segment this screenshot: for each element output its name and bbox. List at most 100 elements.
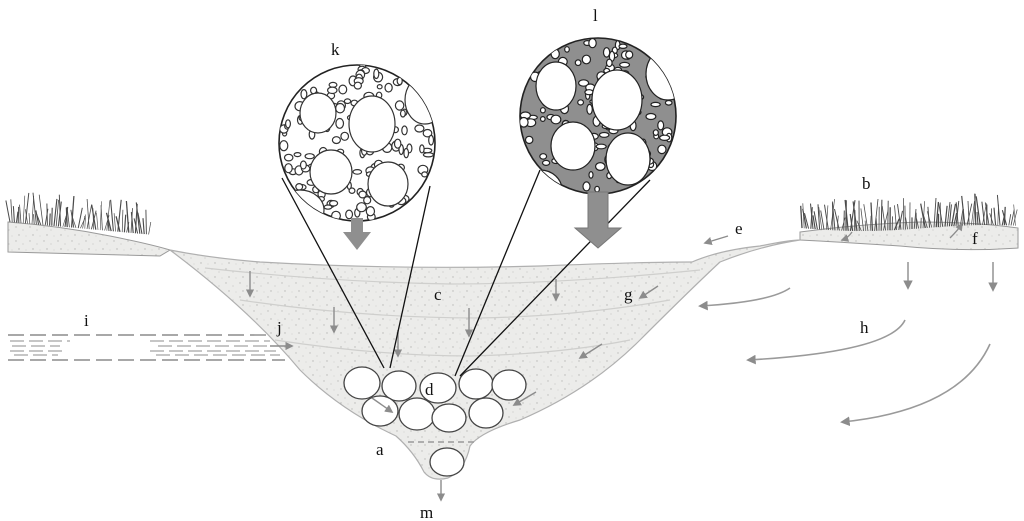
thick-arrow-icon: [573, 191, 623, 249]
label-c: c: [434, 285, 442, 304]
grain: [365, 205, 376, 217]
grass-blade: [875, 218, 878, 231]
grain: [618, 43, 628, 50]
grain: [345, 209, 354, 220]
grass-blade: [817, 204, 821, 230]
grain: [393, 138, 402, 149]
grain: [602, 47, 611, 58]
grass-blade: [44, 208, 49, 226]
grain: [582, 181, 591, 192]
grass-blade: [137, 212, 143, 235]
grain: [403, 147, 410, 159]
grass-blade: [904, 205, 906, 230]
grass-blade: [820, 210, 825, 230]
grain: [299, 160, 307, 170]
cobbles: [343, 366, 527, 477]
grass-blade: [133, 218, 139, 234]
grain: [401, 125, 408, 136]
grain: [422, 128, 433, 138]
diagram-labels: a b c d e f g h i j k l m: [84, 6, 978, 521]
label-h: h: [860, 318, 869, 337]
grass-blade: [123, 214, 127, 233]
grass-blade: [898, 210, 904, 231]
grain: [373, 68, 380, 80]
grass-blade: [15, 211, 19, 223]
grass-blade: [65, 207, 68, 228]
grain: [352, 168, 363, 175]
grass-blade: [894, 205, 897, 231]
grass-blade: [96, 212, 99, 230]
grass-blade: [135, 202, 141, 234]
grain: [414, 124, 425, 133]
grass-blade: [804, 212, 810, 229]
grass-blade: [933, 197, 937, 228]
grass-blade: [1013, 204, 1016, 226]
grass-blade: [922, 201, 925, 229]
grass-blade: [802, 208, 807, 229]
grass-blade: [1010, 209, 1015, 226]
grass-blade: [105, 212, 112, 232]
grass-blade: [870, 202, 874, 231]
grass-blade: [32, 192, 37, 225]
grass-blade: [80, 217, 86, 229]
thick-arrow-icon: [343, 218, 371, 250]
grass-blade: [938, 202, 944, 227]
grain: [605, 58, 613, 68]
grass-blade: [981, 201, 986, 226]
grass-blade: [86, 204, 92, 229]
arrow-icon: [371, 397, 394, 413]
grain: [595, 143, 607, 150]
grain: [650, 101, 661, 108]
grass-blade: [950, 203, 957, 227]
grain: [581, 54, 592, 65]
pore-zoom-k: [278, 64, 436, 250]
grain: [422, 152, 434, 158]
grass-blade: [38, 194, 44, 226]
grass-blade: [849, 200, 856, 231]
grain: [586, 103, 593, 115]
grass-blade: [28, 213, 31, 224]
grass-blade: [923, 215, 928, 229]
grass-blade: [869, 215, 872, 231]
grass-blade: [115, 216, 121, 233]
label-g: g: [624, 285, 633, 304]
grass-blade: [35, 210, 40, 225]
grain: [574, 59, 582, 67]
left-bank: [5, 192, 172, 257]
grain: [577, 99, 585, 106]
grass-blade: [966, 203, 973, 226]
grain: [329, 200, 339, 207]
label-a: a: [376, 440, 384, 459]
aquifer-layer-i: [8, 334, 285, 361]
grass-blade: [946, 201, 951, 227]
grass-blade: [989, 213, 994, 226]
grain: [326, 86, 338, 95]
grass-blade: [82, 215, 86, 229]
label-l: l: [593, 6, 598, 25]
pore-zoom-l: [519, 37, 677, 249]
grass-blade: [22, 195, 26, 224]
zoom-cone-lines: [281, 169, 651, 377]
grass-blade: [125, 200, 130, 233]
grass-blade: [58, 194, 62, 227]
grass-blade: [812, 215, 816, 230]
grass-blade: [844, 199, 849, 231]
label-j: j: [276, 318, 282, 337]
grass-blade: [849, 213, 854, 231]
grass-blade: [84, 214, 86, 229]
grass-blade: [113, 213, 116, 232]
grain: [625, 50, 634, 60]
grass-blade: [49, 213, 51, 226]
grass-blade: [106, 200, 111, 231]
grass-blade: [91, 204, 97, 230]
grass-blade: [824, 204, 829, 231]
grass-blade: [1001, 210, 1008, 226]
grain: [331, 136, 341, 145]
grain: [419, 144, 425, 154]
grain: [394, 100, 405, 111]
grass-blade: [953, 212, 958, 227]
grain: [619, 61, 631, 68]
grass-blade: [834, 208, 840, 231]
grass-blade: [110, 199, 114, 232]
